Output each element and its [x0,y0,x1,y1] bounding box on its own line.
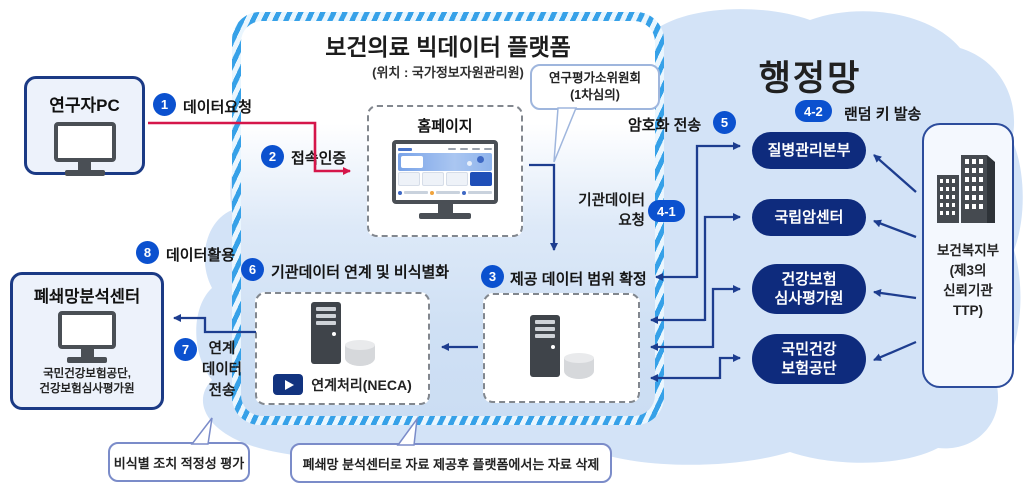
step-3-label: 제공 데이터 범위 확정 [510,271,647,288]
committee-line1: 연구평가소위원회 [548,71,641,85]
monitor-icon [58,311,116,363]
server-tower [310,302,341,364]
closed-center-title: 폐쇄망분석센터 [33,288,141,306]
mohw-panel: 보건복지부 (제3의 신뢰기관 TTP) [922,123,1014,388]
mohw-label: 보건복지부 (제3의 신뢰기관 TTP) [937,241,999,321]
monitor-base [67,357,107,363]
institution-kdca: 질병관리본부 [752,132,866,169]
monitor-neck [80,349,94,357]
database-cylinder-icon [563,353,594,379]
researcher-pc-label: 연구자PC [49,96,120,115]
institution-ncc-label: 국립암센터 [774,209,844,226]
closed-center-org2: 건강보험심사평가원 [39,383,135,395]
mohw-line3: 신뢰기관 [943,283,993,298]
step-5-badge: 5 [713,111,736,134]
institution-hira: 건강보험 심사평가원 [752,264,866,314]
closed-center-org1: 국민건강보험공단, [43,368,131,380]
monitor-neck [437,204,453,213]
mini-site-rows [398,187,492,198]
monitor-neck [78,162,91,170]
arrow-scope-to-kdca [695,142,741,278]
homepage-box: 홈페이지 [367,105,523,237]
callout-data-deletion: 폐쇄망 분석센터로 자료 제공후 플랫폼에서는 자료 삭제 [290,443,612,483]
mini-site-banner [398,153,492,171]
homepage-screenshot [392,140,498,204]
database-cylinder-icon [344,340,375,366]
neca-label: 연계처리(NECA) [311,376,412,393]
closed-network-center-box: 폐쇄망분석센터 국민건강보험공단, 건강보험심사평가원 [10,272,164,410]
institution-nhis-line2: 보험공단 [781,360,837,377]
arrow-mohw-to-hira [873,289,917,300]
institution-nhis: 국민건강 보험공단 [752,334,866,384]
mini-site-navbar [398,146,492,152]
monitor-screen [58,311,116,349]
step-8-label: 데이터활용 [166,247,236,264]
arrow-box-to-ncc [703,213,741,321]
mohw-line1: 보건복지부 [936,243,1000,258]
mohw-line2: (제3의 [949,263,987,278]
arrow-mohw-to-kdca [873,154,917,193]
step-4-1-label: 기관데이터 요청 [560,191,645,231]
step-3-badge: 3 [481,265,504,288]
step-4-2-badge: 4-2 [795,100,832,122]
step-2-badge: 2 [261,145,284,168]
step-4-2-label: 랜덤 키 발송 [844,106,922,123]
platform-title: 보건의료 빅데이터 플랫폼 [325,34,571,60]
step-7-badge: 7 [174,338,197,361]
play-icon [273,374,304,395]
step-6-badge: 6 [241,258,264,281]
neca-box: 연계처리(NECA) [255,292,430,405]
institution-hira-line1: 건강보험 [781,271,837,288]
server-tower-icon [529,315,594,381]
building-icon [937,155,995,223]
step-4-1-line2: 요청 [618,213,645,229]
callout1-tail [190,417,213,445]
arrow-box-to-hira [711,285,741,348]
step-4-1-line1: 기관데이터 [578,193,645,209]
browser-monitor-icon [392,140,498,219]
server-tower-icon [310,302,375,368]
institution-nhis-line1: 국민건강 [781,341,837,358]
step-7-line1: 연계 [208,341,236,357]
step-6-label: 기관데이터 연계 및 비식별화 [271,264,450,281]
mohw-line4: TTP) [952,303,983,318]
institution-hira-line2: 심사평가원 [774,290,844,307]
step-1-badge: 1 [153,93,176,116]
monitor-screen [53,122,116,162]
monitor-base [64,170,105,176]
step-7-line3: 전송 [208,383,236,399]
step-7-line2: 데이터 [201,362,243,378]
arrow-box-to-nhis [718,354,741,379]
monitor-icon [53,122,116,176]
step-1-label: 데이터요청 [183,99,253,116]
mini-site-cards [398,172,492,186]
callout-deidentification-review: 비식별 조치 적정성 평가 [108,442,250,482]
researcher-pc-box: 연구자PC [24,76,145,176]
institution-ncc: 국립암센터 [752,199,866,236]
homepage-label: 홈페이지 [417,118,473,135]
step-2-label: 접속인증 [291,150,347,167]
step-8-badge: 8 [136,241,159,264]
institution-kdca-label: 질병관리본부 [767,142,851,159]
platform-server-box [483,293,640,403]
admin-network-title: 행정망 [758,59,862,98]
closed-center-orgs: 국민건강보험공단, 건강보험심사평가원 [39,367,134,397]
step-4-1-badge: 4-1 [648,200,685,222]
arrow-mohw-to-ncc [873,219,917,239]
monitor-base [419,213,471,219]
step-5-label: 암호화 전송 [628,117,702,134]
step-7-label: 연계 데이터 전송 [192,339,252,402]
server-tower [529,315,560,377]
committee-line2: (1차심의) [570,88,620,102]
committee-callout: 연구평가소위원회 (1차심의) [530,64,660,110]
arrow-mohw-to-nhis [873,340,917,362]
